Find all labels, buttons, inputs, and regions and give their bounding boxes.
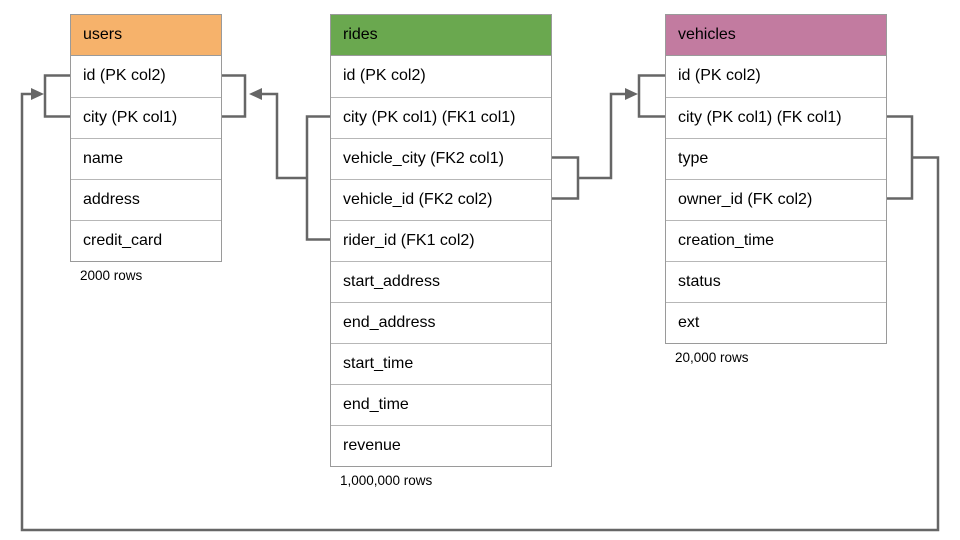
table-vehicles: vehicles id (PK col2)city (PK col1) (FK … xyxy=(665,14,887,344)
users-right-pk-bracket xyxy=(222,74,247,118)
rides-right-fk2-bracket xyxy=(552,156,580,200)
table-vehicles-rowcount: 20,000 rows xyxy=(675,350,749,365)
table-row: rider_id (FK1 col2) xyxy=(331,220,551,261)
table-row: owner_id (FK col2) xyxy=(666,179,886,220)
table-rides-rowcount: 1,000,000 rows xyxy=(340,473,433,488)
table-row: creation_time xyxy=(666,220,886,261)
table-row: end_time xyxy=(331,384,551,425)
table-rides: rides id (PK col2)city (PK col1) (FK1 co… xyxy=(330,14,552,467)
relationship-rides-to-vehicles xyxy=(552,74,665,200)
relationship-vehicles-to-users xyxy=(20,74,940,532)
table-row: id (PK col2) xyxy=(71,56,221,97)
table-row: city (PK col1) (FK col1) xyxy=(666,97,886,138)
arrowhead-into-vehicles-left-icon xyxy=(625,88,638,100)
table-vehicles-rows: id (PK col2)city (PK col1) (FK col1)type… xyxy=(666,56,886,343)
table-row: start_time xyxy=(331,343,551,384)
rides-to-users-connector-line xyxy=(261,92,307,180)
table-row: revenue xyxy=(331,425,551,466)
table-row: start_address xyxy=(331,261,551,302)
table-users-header: users xyxy=(71,15,221,56)
table-rides-rows: id (PK col2)city (PK col1) (FK1 col1)veh… xyxy=(331,56,551,466)
table-row: city (PK col1) (FK1 col1) xyxy=(331,97,551,138)
rides-to-vehicles-connector-line xyxy=(578,92,626,180)
table-row: ext xyxy=(666,302,886,343)
table-rides-header: rides xyxy=(331,15,551,56)
arrowhead-into-users-right-icon xyxy=(249,88,262,100)
table-users-rowcount: 2000 rows xyxy=(80,268,143,283)
table-row: address xyxy=(71,179,221,220)
users-left-pk-bracket xyxy=(43,74,70,118)
rides-left-fk1-bracket xyxy=(305,115,330,241)
relationship-rides-to-users xyxy=(222,74,330,241)
table-row: id (PK col2) xyxy=(666,56,886,97)
table-row: status xyxy=(666,261,886,302)
table-row: id (PK col2) xyxy=(331,56,551,97)
table-row: vehicle_city (FK2 col1) xyxy=(331,138,551,179)
table-row: end_address xyxy=(331,302,551,343)
vehicles-to-users-connector-line xyxy=(20,92,940,532)
table-vehicles-header: vehicles xyxy=(666,15,886,56)
table-row: vehicle_id (FK2 col2) xyxy=(331,179,551,220)
table-row: type xyxy=(666,138,886,179)
table-row: city (PK col1) xyxy=(71,97,221,138)
arrowhead-into-users-left-icon xyxy=(31,88,44,100)
vehicles-right-fk-bracket xyxy=(887,115,914,200)
table-row: credit_card xyxy=(71,220,221,261)
table-row: name xyxy=(71,138,221,179)
vehicles-left-pk-bracket xyxy=(637,74,665,118)
